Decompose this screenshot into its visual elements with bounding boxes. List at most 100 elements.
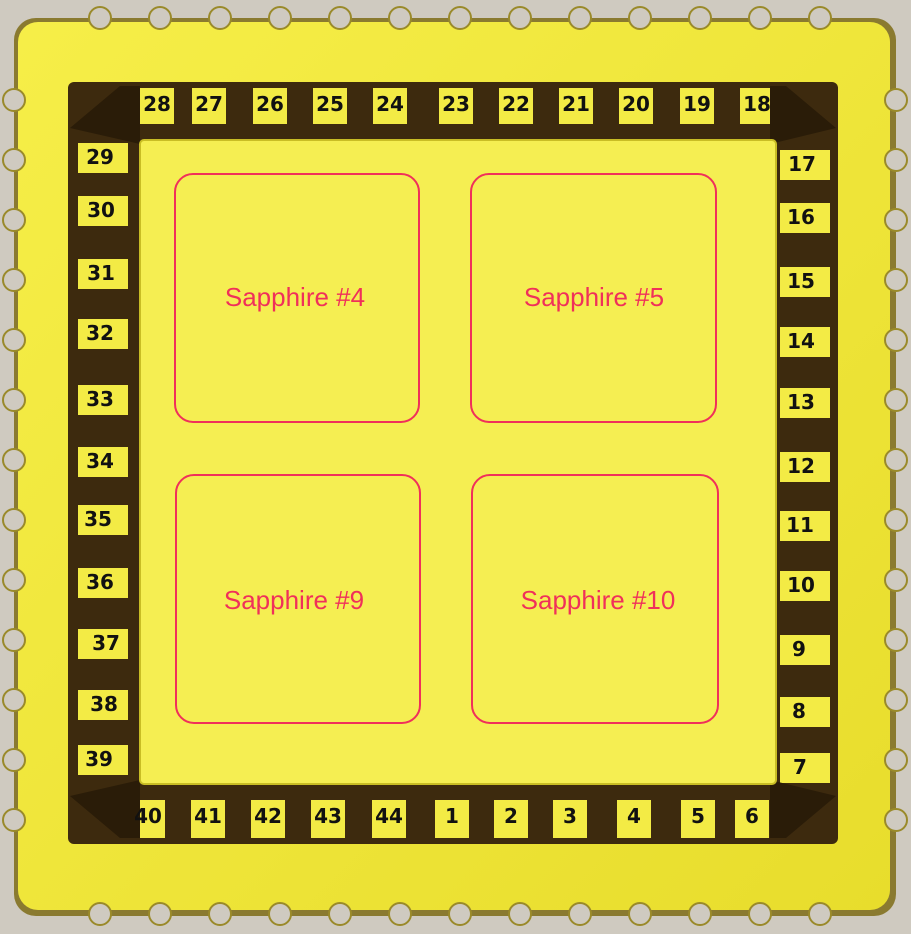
castellation-notch <box>884 268 908 292</box>
pin-label: 42 <box>254 804 282 828</box>
castellation-notch <box>688 6 712 30</box>
castellation-notch <box>2 88 26 112</box>
castellation-notch <box>884 448 908 472</box>
pin-label: 36 <box>86 570 114 594</box>
pad-tile <box>780 697 830 727</box>
pin-label: 32 <box>86 321 114 345</box>
pad-tile <box>78 143 128 173</box>
castellation-notch <box>884 148 908 172</box>
castellation-notch <box>328 6 352 30</box>
sapphire-5-outline <box>470 173 717 423</box>
pin-label: 40 <box>134 804 162 828</box>
pad-tile <box>780 635 830 665</box>
pad-tile <box>78 196 128 226</box>
pin-label: 17 <box>788 152 816 176</box>
die-cavity <box>139 139 777 785</box>
castellation-notch <box>884 748 908 772</box>
castellation-notch <box>884 328 908 352</box>
castellation-notch <box>2 208 26 232</box>
pin-label: 43 <box>314 804 342 828</box>
pad-tile <box>78 385 128 415</box>
pad-tile <box>681 800 715 838</box>
pin-label: 6 <box>745 804 759 828</box>
pin-label: 29 <box>86 145 114 169</box>
pin-label: 23 <box>442 92 470 116</box>
sapphire-10-label: Sapphire #10 <box>521 585 676 615</box>
pad-tile <box>78 505 128 535</box>
castellation-notch <box>2 328 26 352</box>
pin-label: 30 <box>87 198 115 222</box>
sapphire-4-label: Sapphire #4 <box>225 282 365 312</box>
castellation-notch <box>388 902 412 926</box>
pin-label: 11 <box>786 513 814 537</box>
pin-label: 12 <box>787 454 815 478</box>
pad-tile <box>439 88 473 124</box>
pad-tile <box>313 88 347 124</box>
pad-tile <box>780 452 830 482</box>
castellation-notch <box>884 388 908 412</box>
pad-tile <box>253 88 287 124</box>
castellation-notch <box>808 6 832 30</box>
pin-label: 27 <box>195 92 223 116</box>
sapphire-9-label: Sapphire #9 <box>224 585 364 615</box>
castellation-notch <box>884 208 908 232</box>
pad-tile <box>311 800 345 838</box>
pad-tile <box>619 88 653 124</box>
castellation-notch <box>628 902 652 926</box>
pad-tile <box>780 327 830 357</box>
sapphire-4-outline <box>174 173 420 423</box>
pad-tile <box>372 800 406 838</box>
corner-marker-top-left <box>70 86 140 144</box>
castellation-notch <box>268 902 292 926</box>
pin-label: 34 <box>86 449 114 473</box>
castellation-notch <box>884 88 908 112</box>
pad-tiles <box>78 88 830 838</box>
pin-label: 18 <box>743 92 771 116</box>
castellation-notch <box>2 628 26 652</box>
pin-label: 24 <box>376 92 404 116</box>
pad-tile <box>78 447 128 477</box>
pad-tile <box>780 150 830 180</box>
pin-label: 25 <box>316 92 344 116</box>
castellation-notch <box>448 902 472 926</box>
pad-tile <box>553 800 587 838</box>
castellation-notch <box>884 508 908 532</box>
castellation-notch <box>388 6 412 30</box>
pin-label: 38 <box>90 692 118 716</box>
pin-label: 41 <box>194 804 222 828</box>
castellation-notch <box>2 268 26 292</box>
castellation-notch <box>2 688 26 712</box>
sapphire-10-outline <box>471 474 719 724</box>
pad-tile <box>780 753 830 783</box>
castellation-notches <box>2 6 908 926</box>
pad-tile <box>78 690 128 720</box>
pad-tile <box>780 203 830 233</box>
pin-labels: 28 27 26 25 24 23 22 21 20 19 18 17 16 1… <box>84 92 816 828</box>
pin-label: 8 <box>792 699 806 723</box>
pad-tile <box>735 800 769 838</box>
castellation-notch <box>568 6 592 30</box>
castellation-notch <box>884 688 908 712</box>
castellation-notch <box>2 448 26 472</box>
pad-tile <box>78 568 128 598</box>
castellation-notch <box>688 902 712 926</box>
pin-label: 3 <box>563 804 577 828</box>
pin-label: 21 <box>562 92 590 116</box>
pad-tile <box>191 800 225 838</box>
castellation-notch <box>88 6 112 30</box>
pin-label: 31 <box>87 261 115 285</box>
pad-tile <box>499 88 533 124</box>
pin-label: 1 <box>445 804 459 828</box>
castellation-notch <box>268 6 292 30</box>
corner-markers <box>70 86 836 838</box>
sapphire-9-outline <box>175 474 421 724</box>
castellation-notch <box>884 628 908 652</box>
pin-label: 13 <box>787 390 815 414</box>
castellation-notch <box>808 902 832 926</box>
pad-tile <box>78 629 128 659</box>
castellation-notch <box>2 388 26 412</box>
pad-tile <box>780 511 830 541</box>
pad-tile <box>435 800 469 838</box>
pin-label: 5 <box>691 804 705 828</box>
pad-tile <box>559 88 593 124</box>
